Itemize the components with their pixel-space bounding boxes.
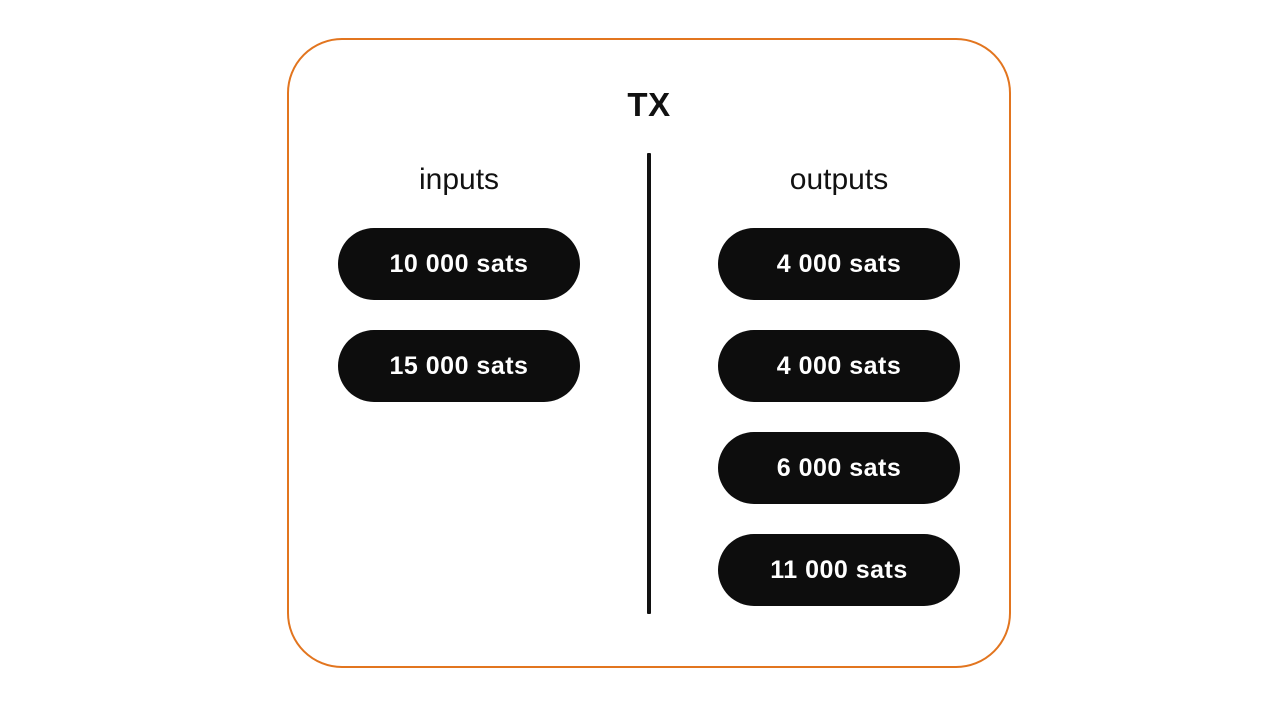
outputs-column-label: outputs (789, 163, 889, 196)
outputs-column: outputs 4 000 sats 4 000 sats 6 000 sats… (718, 160, 960, 606)
inputs-column-label: inputs (418, 163, 500, 196)
transaction-frame: TX inputs 10 000 sats 15 000 sats output… (287, 38, 1011, 668)
inputs-outputs-divider (647, 153, 651, 614)
input-pill: 15 000 sats (338, 330, 580, 402)
input-pill: 10 000 sats (338, 228, 580, 300)
inputs-column: inputs 10 000 sats 15 000 sats (338, 160, 580, 402)
output-pill: 11 000 sats (718, 534, 960, 606)
output-pill: 4 000 sats (718, 228, 960, 300)
transaction-title: TX (627, 86, 671, 123)
output-pill: 6 000 sats (718, 432, 960, 504)
output-pill: 4 000 sats (718, 330, 960, 402)
